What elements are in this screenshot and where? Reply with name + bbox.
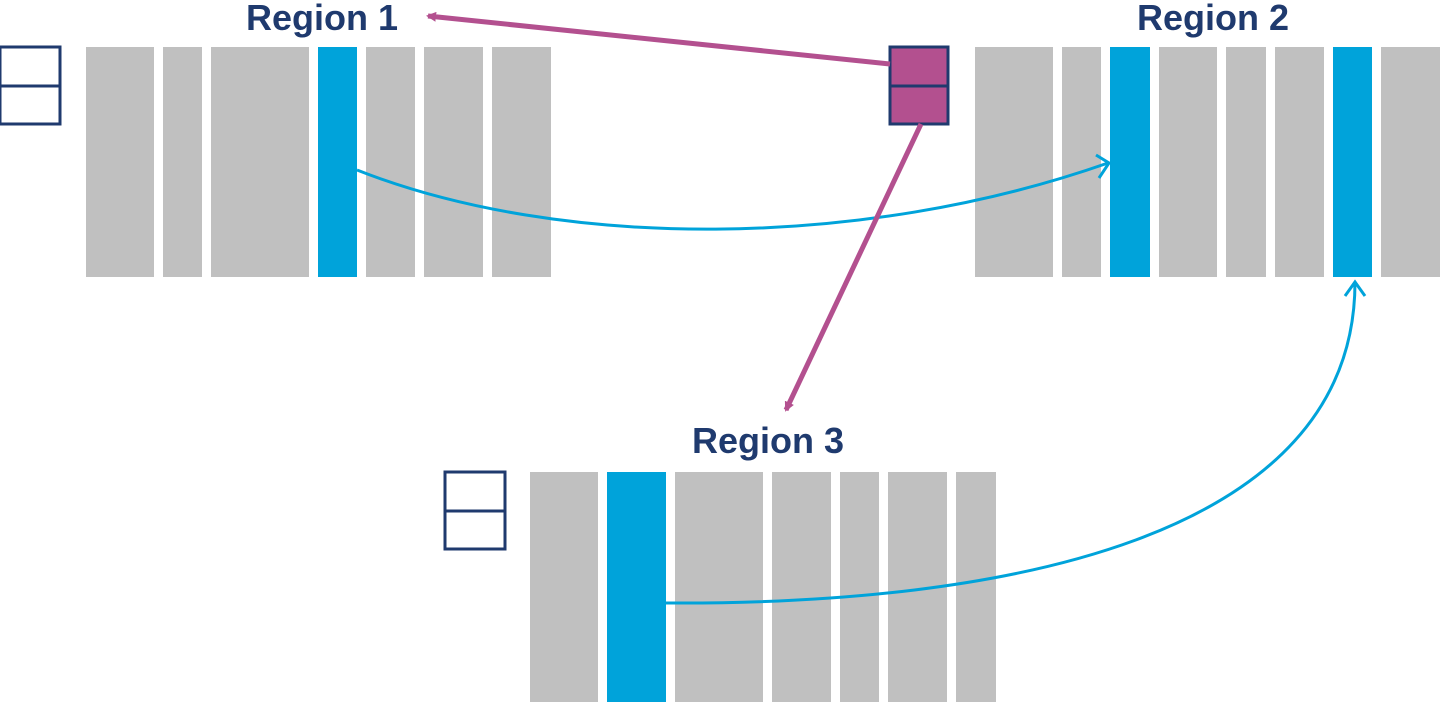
region-2-bar	[1275, 47, 1324, 277]
region-1-bar	[424, 47, 483, 277]
region-3-table-icon	[443, 470, 507, 551]
replication-arrow-region1-to-region2	[356, 161, 1109, 231]
pointer-arrow-to-region-3	[783, 122, 924, 412]
region-1-bar	[211, 47, 309, 277]
central-table-icon	[888, 45, 950, 126]
region-3-bar-highlighted	[607, 472, 666, 702]
arrowhead	[1343, 279, 1367, 297]
region-2-bar-highlighted	[1110, 47, 1150, 277]
region-3-bar	[956, 472, 996, 702]
pointer-arrow-to-region-1	[426, 11, 891, 67]
region-1-label: Region 1	[246, 0, 398, 38]
region-3-bar	[840, 472, 879, 702]
pointer-arrows	[426, 11, 924, 412]
region-1-bar	[86, 47, 154, 277]
region-3-bars	[530, 472, 996, 702]
region-3-bar	[675, 472, 763, 702]
region-2-bar-highlighted	[1333, 47, 1372, 277]
region-3-label: Region 3	[692, 420, 844, 461]
region-2-bar	[1226, 47, 1266, 277]
region-2-bar	[975, 47, 1053, 277]
region-2-bar	[1159, 47, 1217, 277]
replication-arrow-region3-to-region2	[665, 281, 1357, 605]
region-1-bar-highlighted	[318, 47, 357, 277]
replication-arrows	[356, 153, 1367, 605]
region-1-bar	[366, 47, 415, 277]
region-2-label: Region 2	[1137, 0, 1289, 38]
region-2-bar	[1062, 47, 1101, 277]
region-1-table-icon	[0, 45, 62, 126]
region-2-bar	[1381, 47, 1440, 277]
region-1-bars	[86, 47, 551, 277]
region-1-bar	[163, 47, 202, 277]
region-2-bars	[975, 47, 1440, 277]
arrowhead	[1095, 153, 1112, 179]
region-3-bar	[530, 472, 598, 702]
region-3-bar	[772, 472, 831, 702]
region-1-bar	[492, 47, 551, 277]
